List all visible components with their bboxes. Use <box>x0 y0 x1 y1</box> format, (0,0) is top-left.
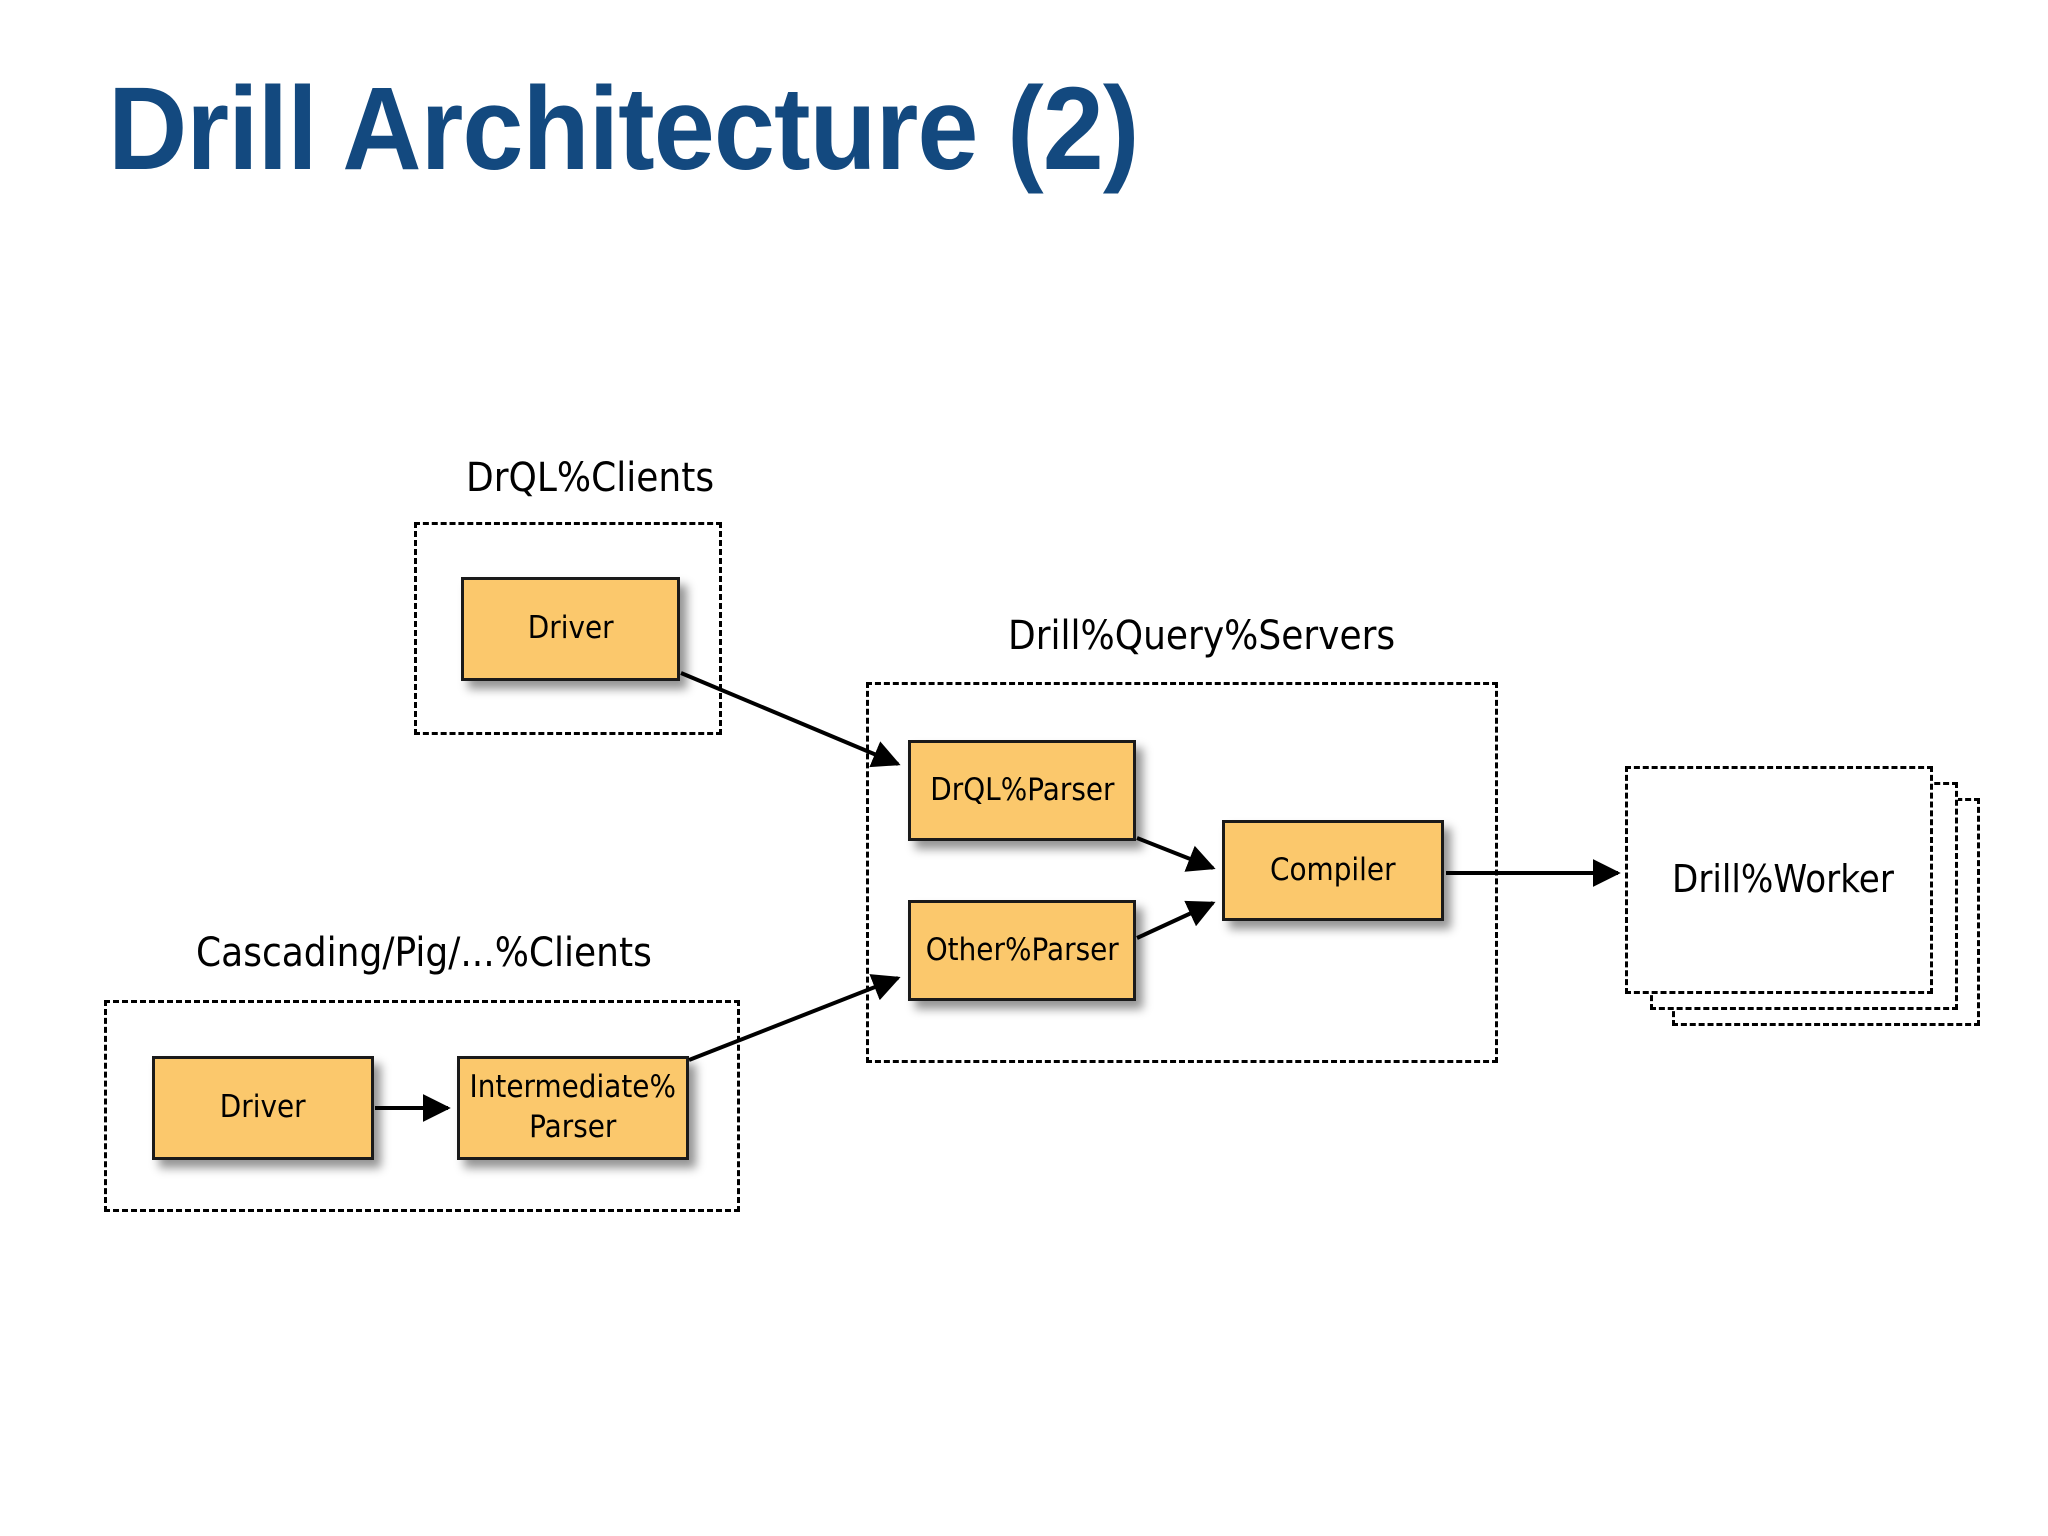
node-drill-worker-label: Drill%Worker <box>1672 857 1894 901</box>
group-box-drql-clients <box>414 522 722 735</box>
page-title: Drill Architecture (2) <box>108 63 1139 195</box>
group-label-drql-clients: DrQL%Clients <box>466 455 715 501</box>
node-driver-bottom-label: Driver <box>220 1089 306 1126</box>
group-label-drill-query-servers: Drill%Query%Servers <box>1008 613 1396 659</box>
node-drql-parser-label: DrQL%Parser <box>929 771 1115 808</box>
worker-box-front[interactable] <box>1625 766 1933 994</box>
node-drql-parser[interactable]: DrQL%Parser <box>908 740 1136 841</box>
node-compiler[interactable]: Compiler <box>1222 820 1444 921</box>
node-compiler-label: Compiler <box>1270 851 1396 888</box>
node-driver-bottom[interactable]: Driver <box>152 1056 374 1160</box>
node-driver-top-label: Driver <box>527 610 614 647</box>
node-other-parser[interactable]: Other%Parser <box>908 900 1136 1001</box>
node-other-parser-label: Other%Parser <box>925 931 1119 968</box>
node-driver-top[interactable]: Driver <box>461 577 680 681</box>
node-intermediate-parser-label: Intermediate% Parser <box>469 1069 677 1145</box>
group-box-cascading-pig-clients <box>104 1000 740 1212</box>
group-label-cascading-pig-clients: Cascading/Pig/...%Clients <box>196 930 652 976</box>
node-intermediate-parser[interactable]: Intermediate% Parser <box>457 1056 689 1160</box>
